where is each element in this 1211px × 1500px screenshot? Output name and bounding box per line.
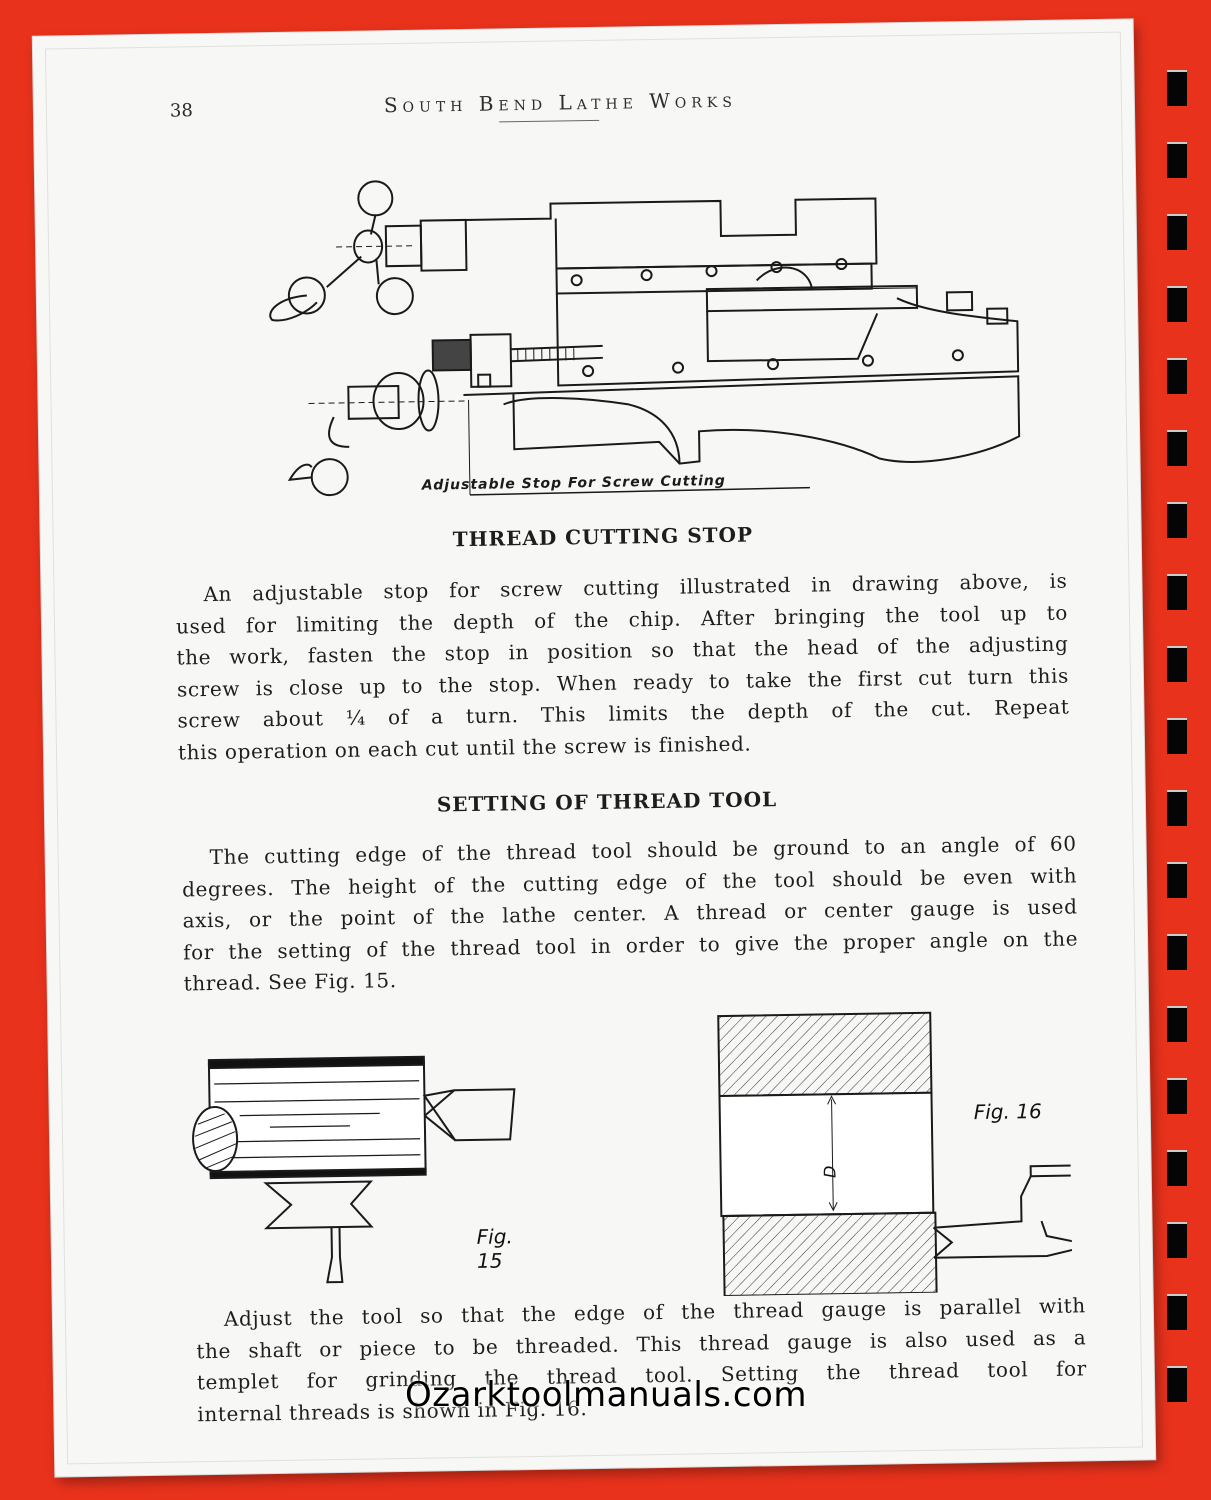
binding-tooth xyxy=(1167,862,1187,898)
binding-tooth xyxy=(1167,142,1187,178)
binding-tooth xyxy=(1167,1078,1187,1114)
section-heading-thread-cutting-stop: THREAD CUTTING STOP xyxy=(452,522,754,552)
page-number: 38 xyxy=(169,100,194,122)
fig15-label: Fig. 15 xyxy=(476,1224,513,1273)
shaft-and-gauge-drawing xyxy=(192,1055,516,1284)
fig16-dimension-label: D xyxy=(820,1165,840,1179)
binding-tooth xyxy=(1167,790,1187,826)
header-rule xyxy=(499,119,600,123)
spiral-binding xyxy=(1167,60,1189,1420)
lathe-carriage-drawing xyxy=(269,180,1021,497)
binding-tooth xyxy=(1167,718,1187,754)
running-head: South Bend Lathe Works xyxy=(383,87,738,118)
figure-adjustable-stop: Adjustable Stop For Screw Cutting xyxy=(155,136,1061,520)
binding-tooth xyxy=(1167,1150,1187,1186)
binding-tooth xyxy=(1167,1006,1187,1042)
binding-tooth xyxy=(1167,646,1187,682)
binding-tooth xyxy=(1167,70,1187,106)
internal-thread-drawing xyxy=(717,1011,1112,1298)
binding-tooth xyxy=(1167,1222,1187,1258)
binding-tooth xyxy=(1167,502,1187,538)
binding-tooth xyxy=(1167,286,1187,322)
binding-tooth xyxy=(1167,358,1187,394)
watermark-text: Ozarktoolmanuals.com xyxy=(405,1375,807,1415)
binding-tooth xyxy=(1167,1294,1187,1330)
fig16-label: Fig. 16 xyxy=(973,1099,1042,1125)
figure-16: Fig. 16 D xyxy=(648,971,1112,1298)
binding-tooth xyxy=(1167,214,1187,250)
book-page: 38 South Bend Lathe Works xyxy=(32,19,1156,1477)
binding-tooth xyxy=(1167,430,1187,466)
binding-tooth xyxy=(1167,574,1187,610)
figure-15: Fig. 15 xyxy=(179,1039,543,1295)
paragraph-thread-cutting-stop: An adjustable stop for screw cutting ill… xyxy=(175,566,1070,769)
binding-tooth xyxy=(1167,1366,1187,1402)
binding-tooth xyxy=(1167,934,1187,970)
